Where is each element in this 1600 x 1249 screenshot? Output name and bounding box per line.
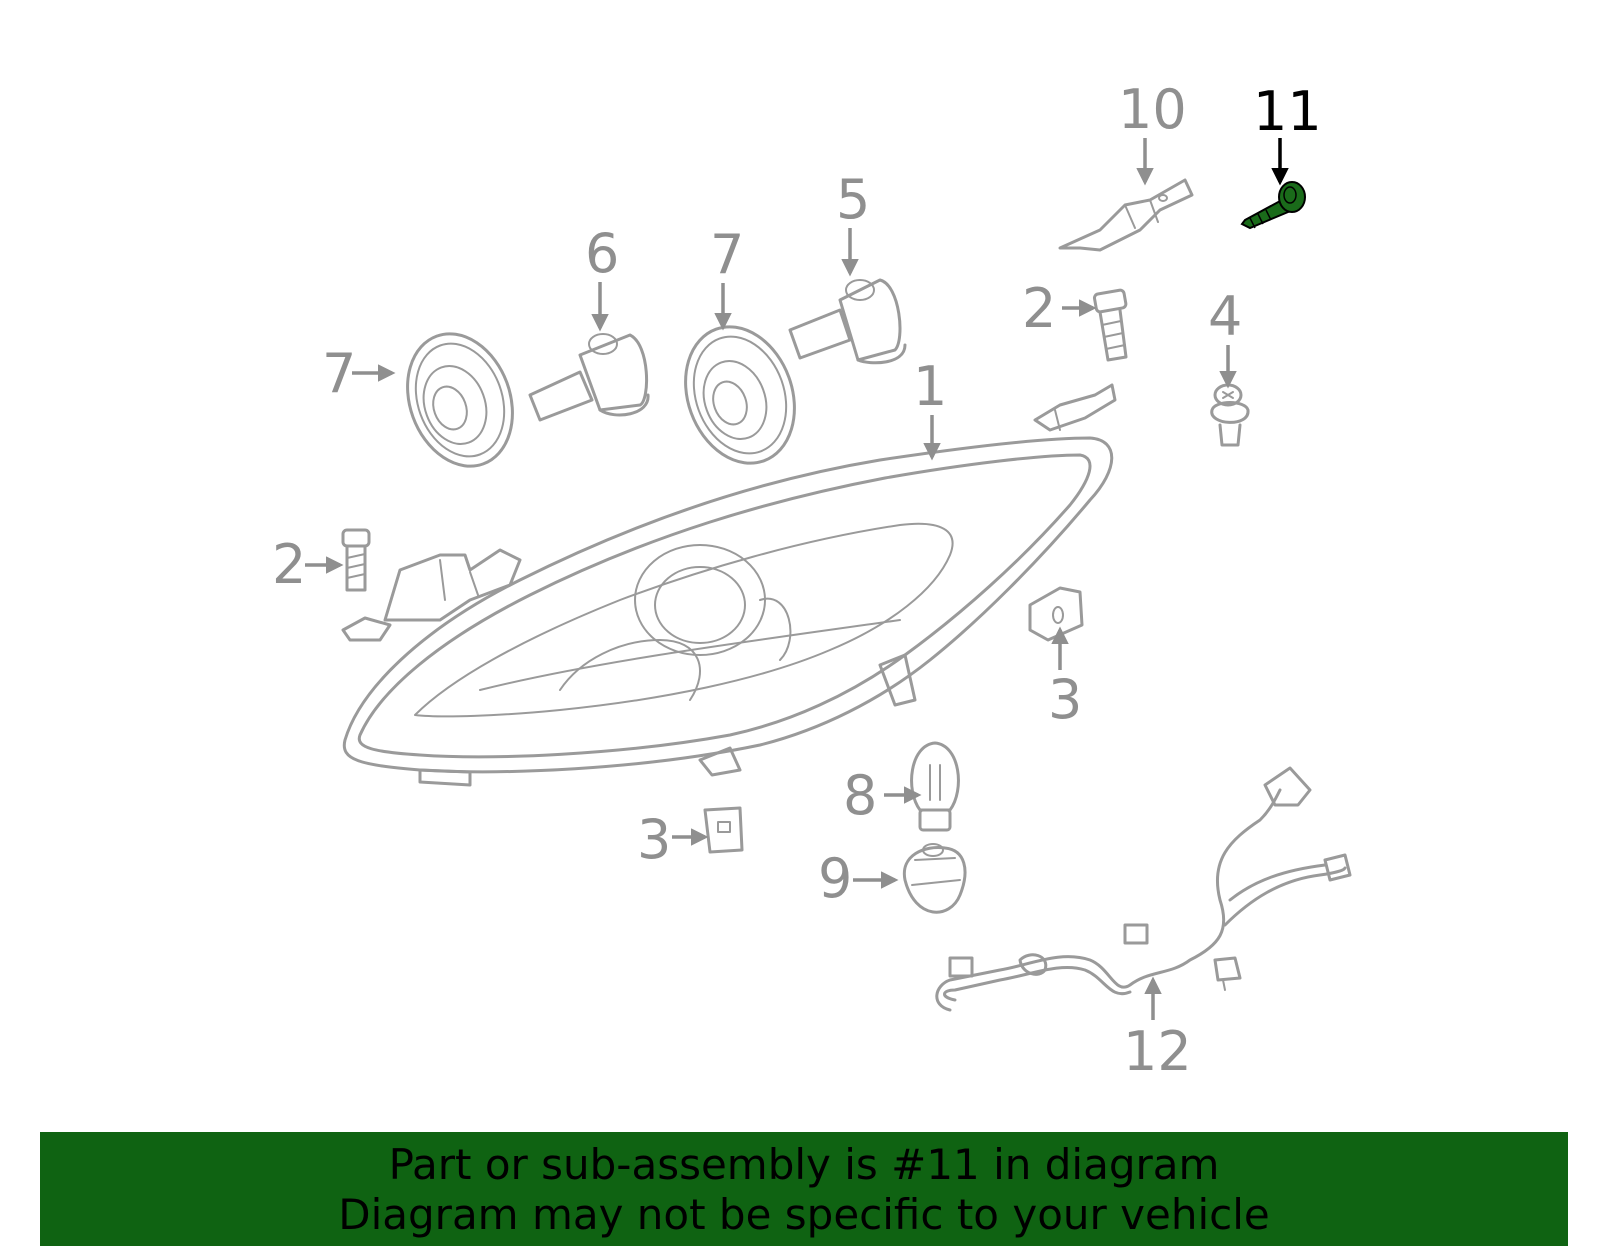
- clip-upper: [1028, 586, 1084, 642]
- callout-1: 1: [913, 355, 947, 418]
- bulb-6: [528, 333, 650, 422]
- banner-line-1: Part or sub-assembly is #11 in diagram: [388, 1140, 1220, 1189]
- callout-3-upper: 3: [1048, 668, 1082, 731]
- callout-4: 4: [1208, 285, 1242, 348]
- callout-7-right: 7: [710, 223, 744, 286]
- callout-11: 11: [1253, 80, 1322, 143]
- mounting-bracket: [1058, 178, 1194, 252]
- dust-cap-left: [406, 332, 514, 468]
- callout-2-right: 2: [1022, 277, 1056, 340]
- bolt-left: [341, 528, 371, 592]
- info-banner: Part or sub-assembly is #11 in diagram D…: [40, 1132, 1568, 1246]
- push-clip: [1210, 383, 1250, 447]
- bulb-socket: [902, 843, 967, 914]
- headlamp-assembly: [341, 383, 1117, 787]
- callout-8: 8: [843, 764, 877, 827]
- callout-2-left: 2: [272, 533, 306, 596]
- bulb-5: [788, 278, 907, 365]
- bulb-8: [910, 741, 960, 832]
- clip-lower: [703, 806, 744, 854]
- banner-line-2: Diagram may not be specific to your vehi…: [338, 1190, 1270, 1239]
- callout-6: 6: [585, 222, 619, 285]
- callout-5: 5: [836, 168, 870, 231]
- callout-3-lower: 3: [637, 808, 671, 871]
- wiring-harness: [935, 766, 1352, 1012]
- bolt-right: [1092, 288, 1128, 362]
- callout-10: 10: [1118, 78, 1187, 141]
- callout-12: 12: [1123, 1020, 1192, 1083]
- callout-7-left: 7: [322, 342, 356, 405]
- leader-arrows: [305, 138, 1289, 1020]
- screw-11-highlighted: [1240, 181, 1306, 230]
- callout-9: 9: [818, 847, 852, 910]
